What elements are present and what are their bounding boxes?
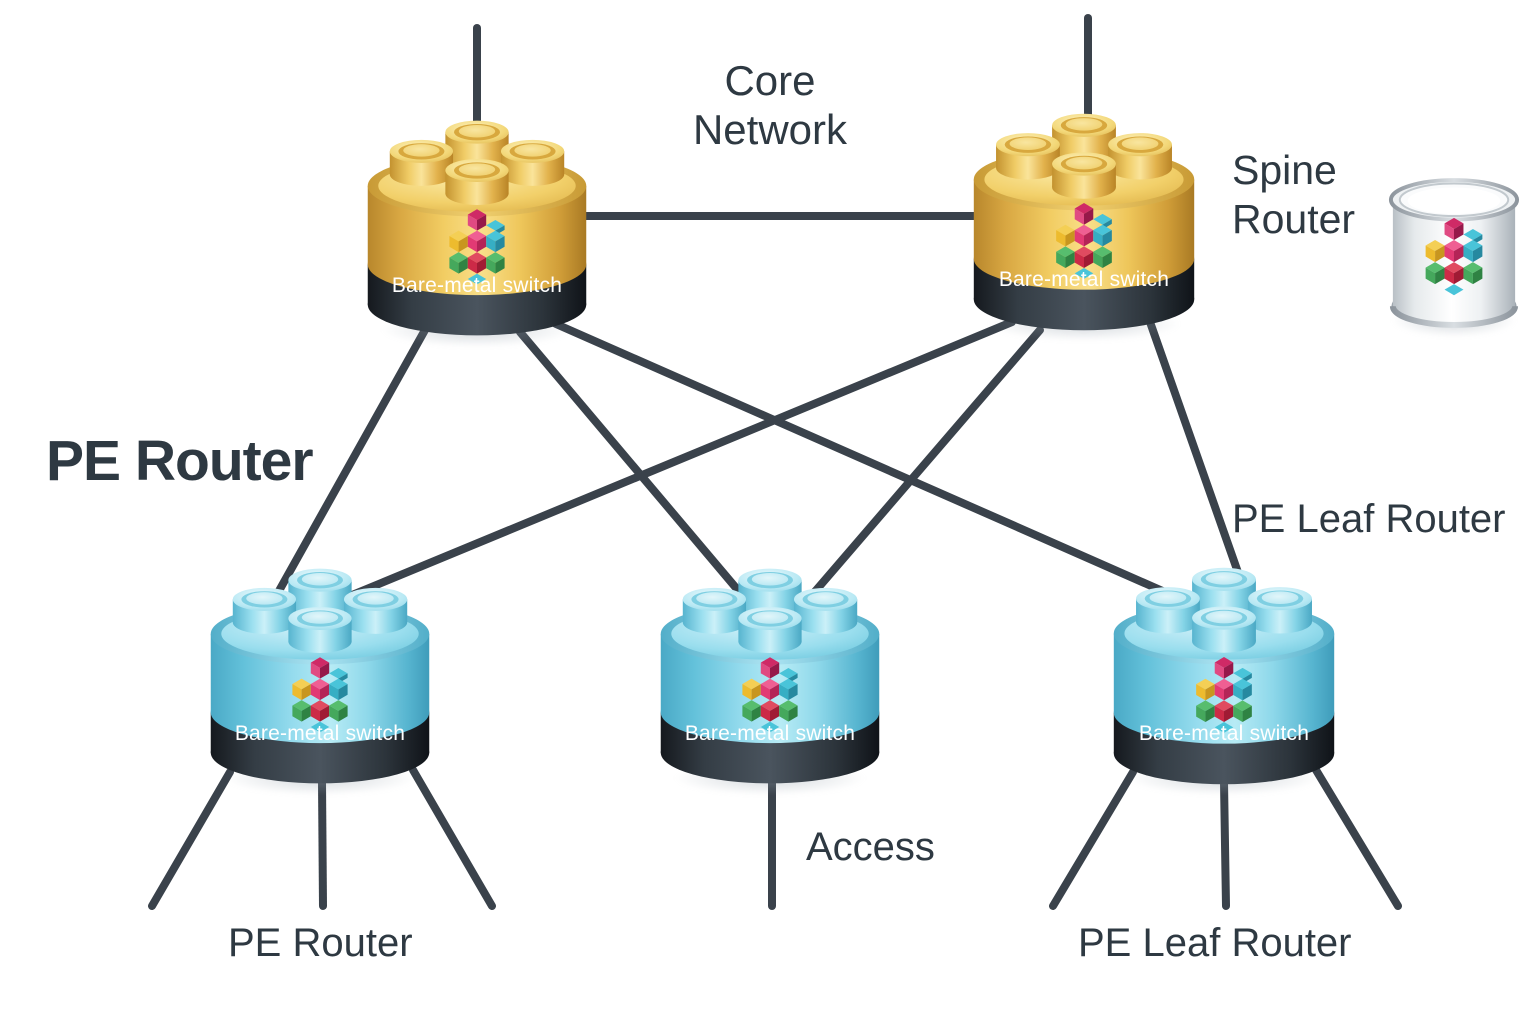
white-can-icon [1385, 172, 1523, 334]
node-leaf-switch-2: Bare-metal switch [637, 560, 903, 802]
lego-switch-blue-icon [655, 560, 885, 792]
lego-switch-gold-icon [362, 112, 592, 344]
label-pe-leaf-router-side: PE Leaf Router [1232, 497, 1506, 541]
label-pe-leaf-router-caption: PE Leaf Router [1078, 921, 1352, 965]
band-label: Bare-metal switch [391, 274, 563, 297]
edge-spine2-leaf1 [341, 318, 1016, 602]
band-label: Bare-metal switch [1138, 722, 1310, 745]
label-pe-router-title: PE Router [46, 429, 314, 493]
band-label: Bare-metal switch [684, 722, 856, 745]
label-core-network: Core Network [620, 56, 920, 154]
lego-switch-gold-icon [968, 106, 1200, 338]
node-spine-switch-2: Bare-metal switch [950, 106, 1218, 348]
edge-spine1-leaf3 [552, 320, 1187, 604]
lego-switch-blue-icon [205, 560, 435, 792]
label-access: Access [806, 825, 935, 869]
label-core-network-line1: Core [724, 57, 816, 104]
edge-spine1-leaf2 [516, 328, 746, 599]
edge-spine2-leaf3 [1146, 318, 1251, 602]
label-spine-router-line2: Router [1232, 196, 1356, 242]
band-label: Bare-metal switch [234, 722, 406, 745]
node-leaf-switch-1: Bare-metal switch [187, 560, 453, 802]
node-leaf-switch-3: Bare-metal switch [1090, 560, 1358, 802]
lego-switch-blue-icon [1108, 560, 1340, 792]
label-spine-router: Spine Router [1232, 146, 1355, 244]
edge-spine2-leaf2 [808, 326, 1044, 599]
node-router-can-icon [1367, 172, 1536, 344]
label-spine-router-line1: Spine [1232, 147, 1337, 193]
label-core-network-line2: Network [692, 106, 848, 153]
label-pe-router-caption: PE Router [228, 921, 413, 965]
band-label: Bare-metal switch [998, 268, 1170, 291]
node-spine-switch-1: Bare-metal switch [344, 112, 610, 354]
